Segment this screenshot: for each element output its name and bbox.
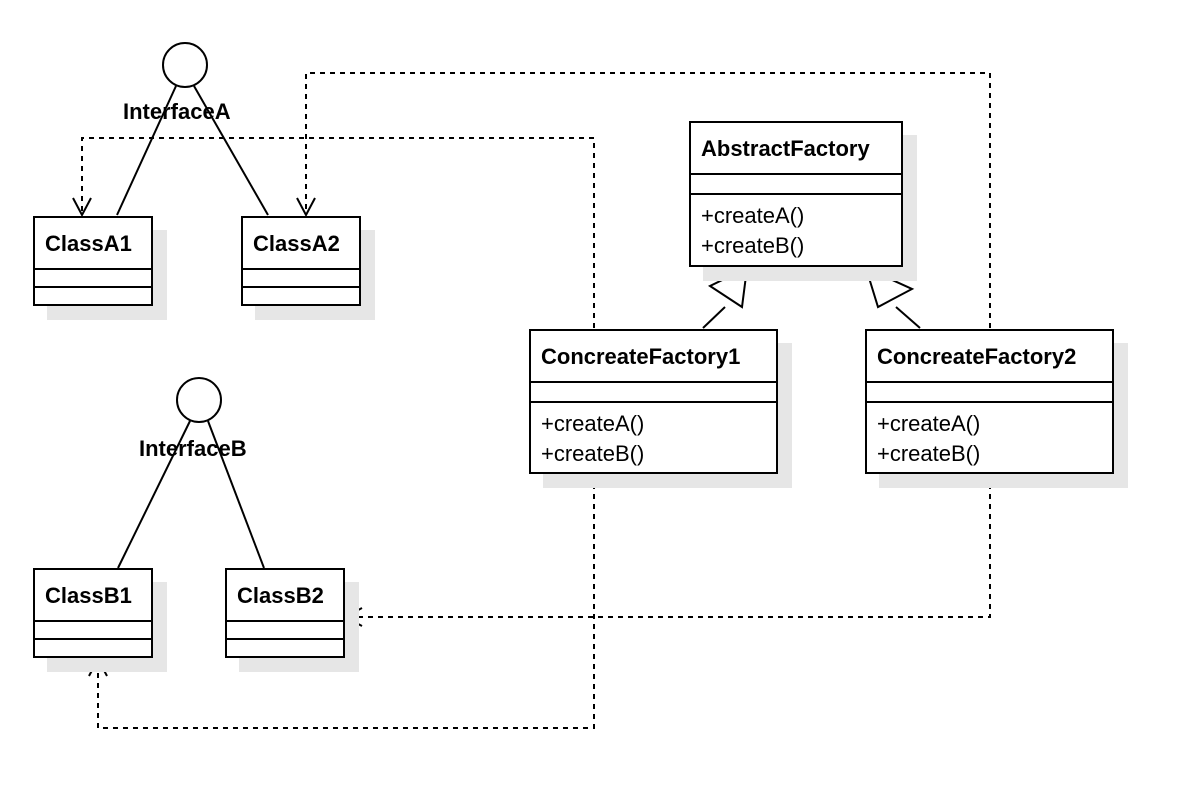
class-a2-box[interactable]: ClassA2 [241,216,361,306]
concrete-factory1-box[interactable]: ConcreateFactory1 +createA() +createB() [529,329,778,474]
class-a1-attributes [35,270,151,288]
dep-cf1-classa1-line [81,137,595,328]
concrete-factory1-name: ConcreateFactory1 [531,331,776,383]
concrete-factory1-op-create-b: +createB() [541,441,645,466]
concrete-factory2-box[interactable]: ConcreateFactory2 +createA() +createB() [865,329,1114,474]
realization-b1-line [117,420,191,569]
abstract-factory-op-create-a: +createA() [701,203,805,228]
class-a1-box[interactable]: ClassA1 [33,216,153,306]
realization-a1-line [116,85,177,216]
abstract-factory-op-create-b: +createB() [701,233,805,258]
realization-a2-line [193,85,269,216]
class-b1-box[interactable]: ClassB1 [33,568,153,658]
concrete-factory1-operations: +createA() +createB() [531,403,776,469]
interface-a-label: InterfaceA [123,99,231,124]
concrete-factory1-attributes [531,383,776,403]
class-b2-name: ClassB2 [227,570,343,622]
abstract-factory-name: AbstractFactory [691,123,901,175]
inherit-cf2-line [895,306,921,329]
abstract-factory-operations: +createA() +createB() [691,195,901,261]
inherit-cf1-line [702,306,726,329]
interface-b-label: InterfaceB [139,436,247,461]
concrete-factory2-name: ConcreateFactory2 [867,331,1112,383]
class-a1-name: ClassA1 [35,218,151,270]
class-b1-attributes [35,622,151,640]
inherit-cf1-arrowhead [707,266,749,309]
concrete-factory1-op-create-a: +createA() [541,411,645,436]
dep-cf1-classa1-arrowhead [72,197,92,218]
realization-b2-line [207,420,265,569]
class-b2-attributes [227,622,343,640]
class-a2-name: ClassA2 [243,218,359,270]
dep-cf1-classb1-arrowhead [88,656,108,677]
class-b1-name: ClassB1 [35,570,151,622]
interface-b-circle [176,377,222,423]
dep-cf2-classb2-arrowhead [342,607,363,627]
concrete-factory2-op-create-a: +createA() [877,411,981,436]
interface-a-circle [162,42,208,88]
dep-cf2-classa2-arrowhead [296,197,316,218]
class-b2-box[interactable]: ClassB2 [225,568,345,658]
class-a2-attributes [243,270,359,288]
concrete-factory2-operations: +createA() +createB() [867,403,1112,469]
abstract-factory-attributes [691,175,901,195]
concrete-factory2-op-create-b: +createB() [877,441,981,466]
inherit-cf2-arrowhead [864,266,915,309]
concrete-factory2-attributes [867,383,1112,403]
dep-cf1-classb1-line [97,474,595,729]
dep-cf2-classb2-line [346,474,991,618]
abstract-factory-box[interactable]: AbstractFactory +createA() +createB() [689,121,903,267]
